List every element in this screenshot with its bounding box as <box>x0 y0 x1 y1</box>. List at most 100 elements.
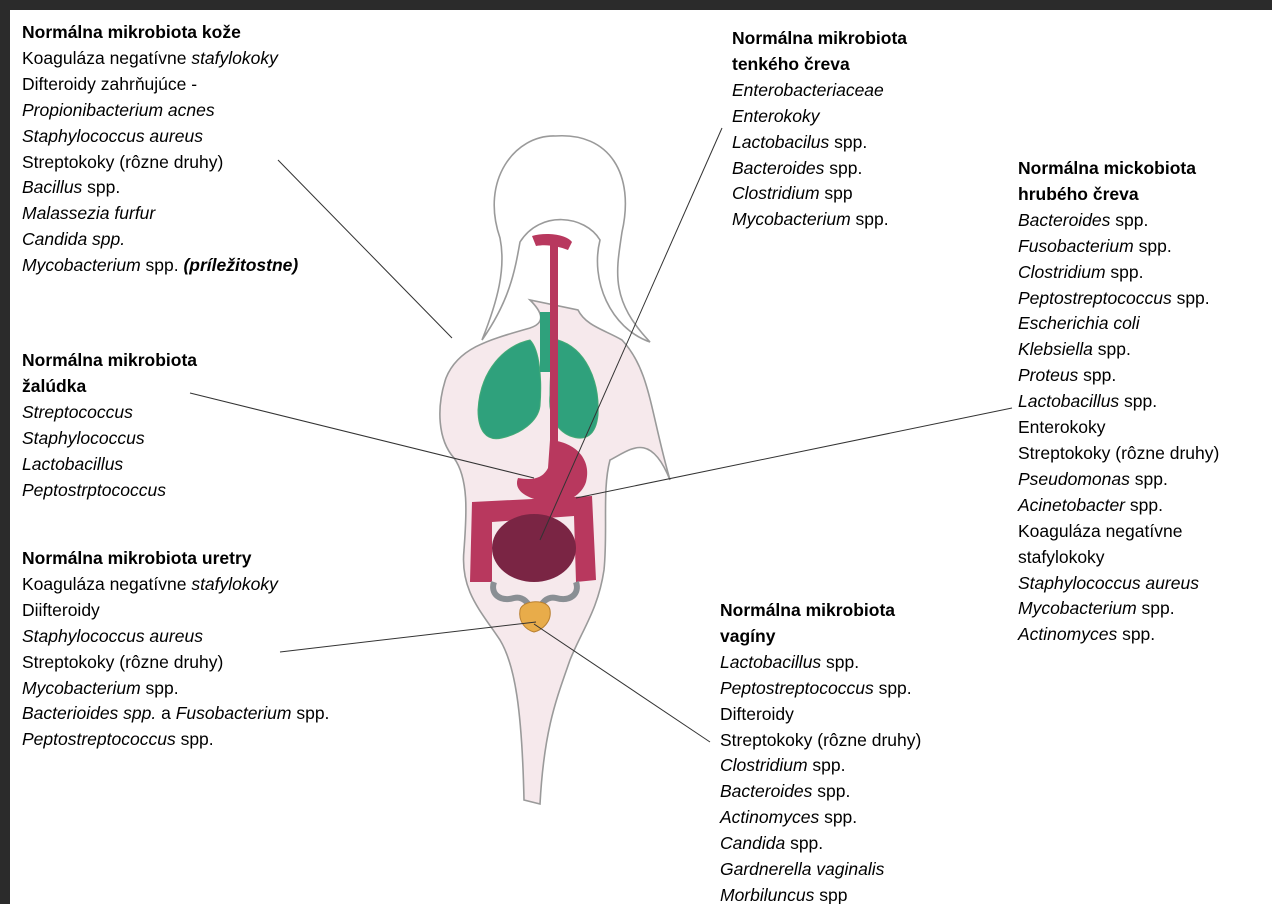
urethra-organism-line: Mycobacterium spp. <box>22 676 362 702</box>
organism-text: spp. <box>785 833 823 853</box>
large-intestine-organism-line: Peptostreptococcus spp. <box>1018 286 1219 312</box>
stomach-microbiota-title: Normálna mikrobiota žalúdka <box>22 348 197 400</box>
small-intestine-organism-line: Mycobacterium spp. <box>732 207 907 233</box>
vagina-organism-line: Actinomyces spp. <box>720 805 921 831</box>
large-intestine-organism-line: Proteus spp. <box>1018 363 1219 389</box>
organism-text: Candida <box>720 833 785 853</box>
skin-organism-line: Streptokoky (rôzne druhy) <box>22 150 298 176</box>
stomach-organism-line: Peptostrptococcus <box>22 478 197 504</box>
organism-text: spp. <box>291 703 329 723</box>
organism-text: Difteroidy <box>720 704 794 724</box>
organism-text: a <box>156 703 175 723</box>
organism-text: Staphylococcus aureus <box>22 626 203 646</box>
organism-text: spp. <box>1110 210 1148 230</box>
skin-organism-line: Candida spp. <box>22 227 298 253</box>
large-intestine-organism-line: Actinomyces spp. <box>1018 622 1219 648</box>
organism-text: spp. <box>829 132 867 152</box>
stomach-microbiota-list: StreptococcusStaphylococcusLactobacillus… <box>22 400 197 504</box>
large-intestine-organism-line: Pseudomonas spp. <box>1018 467 1219 493</box>
vagina-organism-line: Bacteroides spp. <box>720 779 921 805</box>
vagina-organism-line: Peptostreptococcus spp. <box>720 676 921 702</box>
organism-text: Mycobacterium <box>22 678 141 698</box>
organism-text: Escherichia coli <box>1018 313 1140 333</box>
organism-text: Streptokoky (rôzne druhy) <box>22 152 223 172</box>
organism-text: Koaguláza negatívne <box>1018 521 1182 541</box>
urethra-microbiota-block: Normálna mikrobiota uretry Koaguláza neg… <box>22 546 362 753</box>
organism-text: spp. <box>812 781 850 801</box>
organism-text: Fusobacterium <box>176 703 292 723</box>
organism-text: Staphylococcus aureus <box>1018 573 1199 593</box>
small-intestine-organism-line: Bacteroides spp. <box>732 156 907 182</box>
organism-text: Lactobacillus <box>1018 391 1119 411</box>
vagina-organism-line: Difteroidy <box>720 702 921 728</box>
large-intestine-microbiota-title: Normálna mickobiota hrubého čreva <box>1018 156 1219 208</box>
organism-text: spp. <box>1119 391 1157 411</box>
organism-text: Streptokoky (rôzne druhy) <box>1018 443 1219 463</box>
organism-text: spp. <box>176 729 214 749</box>
vagina-microbiota-block: Normálna mikrobiota vagíny Lactobacillus… <box>720 598 921 904</box>
stomach-organism-line: Lactobacillus <box>22 452 197 478</box>
organism-text: Lactobacillus <box>720 652 821 672</box>
organism-text: Streptokoky (rôzne druhy) <box>22 652 223 672</box>
large-intestine-organism-line: Staphylococcus aureus <box>1018 571 1219 597</box>
organism-text: Enterokoky <box>1018 417 1106 437</box>
organism-text: Propionibacterium acnes <box>22 100 215 120</box>
large-intestine-organism-line: Mycobacterium spp. <box>1018 596 1219 622</box>
organism-text: spp. <box>874 678 912 698</box>
large-intestine-organism-line: Koaguláza negatívne <box>1018 519 1219 545</box>
skin-organism-line: Difteroidy zahrňujúce - <box>22 72 298 98</box>
small-intestine <box>492 514 576 582</box>
organism-text: spp. <box>821 652 859 672</box>
skin-microbiota-title: Normálna mikrobiota kože <box>22 20 298 46</box>
large-intestine-organism-line: Streptokoky (rôzne druhy) <box>1018 441 1219 467</box>
skin-organism-line: Propionibacterium acnes <box>22 98 298 124</box>
organism-text: spp. <box>1078 365 1116 385</box>
urethra-organism-line: Streptokoky (rôzne druhy) <box>22 650 362 676</box>
stomach-organism-line: Streptococcus <box>22 400 197 426</box>
organism-text: Enterokoky <box>732 106 820 126</box>
organism-text: Bacillus <box>22 177 82 197</box>
leader-line-skin <box>278 160 452 338</box>
vagina-organism-line: Gardnerella vaginalis <box>720 857 921 883</box>
large-intestine-organism-line: Acinetobacter spp. <box>1018 493 1219 519</box>
organism-text: spp. <box>1106 262 1144 282</box>
skin-organism-line: Malassezia furfur <box>22 201 298 227</box>
organism-text: Mycobacterium <box>1018 598 1137 618</box>
organism-text: Fusobacterium <box>1018 236 1134 256</box>
organism-text: spp. <box>1172 288 1210 308</box>
organism-text: Acinetobacter <box>1018 495 1125 515</box>
organism-text: stafylokoky <box>191 48 278 68</box>
organism-text: Streptokoky (rôzne druhy) <box>720 730 921 750</box>
organism-text: stafylokoky <box>191 574 278 594</box>
esophagus <box>550 242 558 450</box>
vagina-microbiota-title: Normálna mikrobiota vagíny <box>720 598 921 650</box>
stomach-microbiota-block: Normálna mikrobiota žalúdka Streptococcu… <box>22 348 197 503</box>
small-intestine-microbiota-title: Normálna mikrobiota tenkého čreva <box>732 26 907 78</box>
organism-text: spp. <box>1134 236 1172 256</box>
organism-text: spp. <box>141 678 179 698</box>
skin-organism-line: Mycobacterium spp. (príležitostne) <box>22 253 298 279</box>
organism-text: Mycobacterium <box>732 209 851 229</box>
organism-text: Bacteroides <box>720 781 812 801</box>
large-intestine-microbiota-block: Normálna mickobiota hrubého čreva Bacter… <box>1018 156 1219 648</box>
organism-text: Peptostreptococcus <box>720 678 874 698</box>
organism-text: Actinomyces <box>1018 624 1117 644</box>
organism-text: Clostridium <box>732 183 820 203</box>
large-intestine-organism-line: Escherichia coli <box>1018 311 1219 337</box>
skin-organism-line: Bacillus spp. <box>22 175 298 201</box>
urethra-organism-line: Peptostreptococcus spp. <box>22 727 362 753</box>
vagina-organism-line: Morbiluncus spp <box>720 883 921 904</box>
organism-text: Peptostreptococcus <box>1018 288 1172 308</box>
urethra-organism-line: Bacterioides spp. a Fusobacterium spp. <box>22 701 362 727</box>
small-intestine-organism-line: Enterokoky <box>732 104 907 130</box>
large-intestine-organism-line: stafylokoky <box>1018 545 1219 571</box>
organism-text: Bacterioides spp. <box>22 703 156 723</box>
organism-text: spp <box>814 885 847 904</box>
large-intestine-organism-line: Clostridium spp. <box>1018 260 1219 286</box>
large-intestine-organism-line: Enterokoky <box>1018 415 1219 441</box>
organism-text: Bacteroides <box>1018 210 1110 230</box>
organism-text: Mycobacterium <box>22 255 141 275</box>
organism-text: Peptostrptococcus <box>22 480 166 500</box>
organism-text: Malassezia furfur <box>22 203 155 223</box>
